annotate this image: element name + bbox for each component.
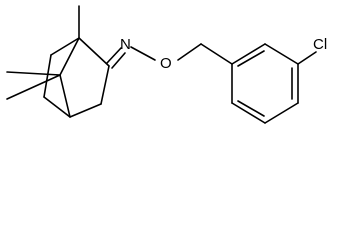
chemical-structure-diagram: N O Cl xyxy=(6,5,327,124)
bond-ch2-ring xyxy=(200,43,233,65)
benzene-ring-bonds xyxy=(231,43,317,124)
bond-c7-to-c4 xyxy=(59,74,71,118)
ring-bond-1 xyxy=(231,43,266,65)
oxime-chain-bonds xyxy=(106,43,233,69)
bond-c2-to-c3 xyxy=(100,65,110,105)
bond-c6-to-c5 xyxy=(43,54,52,98)
ring-bond-4 xyxy=(264,102,299,124)
bond-c5-to-c4 xyxy=(43,96,71,118)
atom-labels: N O Cl xyxy=(120,36,327,72)
atom-label-nitrogen: N xyxy=(120,36,131,53)
bond-c-n-double-b xyxy=(111,52,126,69)
bond-c-n-double-a xyxy=(106,47,122,64)
ring-bond-1-inner xyxy=(237,50,265,67)
bond-gem-methyl-2 xyxy=(6,74,61,100)
bond-n-o xyxy=(130,46,156,61)
bicyclic-ring-bonds xyxy=(6,5,110,118)
bond-bridgehead-to-c6 xyxy=(50,37,80,56)
bond-ring-to-cl xyxy=(297,51,317,65)
atom-label-oxygen: O xyxy=(160,55,172,72)
bond-bridge-to-c7 xyxy=(59,37,80,76)
bond-gem-methyl-1 xyxy=(6,71,61,76)
ring-bond-2 xyxy=(264,43,299,65)
bond-c3-to-c4 xyxy=(69,103,102,118)
bond-bridgehead-to-c2 xyxy=(78,37,110,67)
bond-o-ch2 xyxy=(177,43,202,61)
ring-bond-5-inner xyxy=(237,100,265,117)
atom-label-chlorine: Cl xyxy=(313,36,327,53)
ring-bond-5 xyxy=(231,102,266,124)
